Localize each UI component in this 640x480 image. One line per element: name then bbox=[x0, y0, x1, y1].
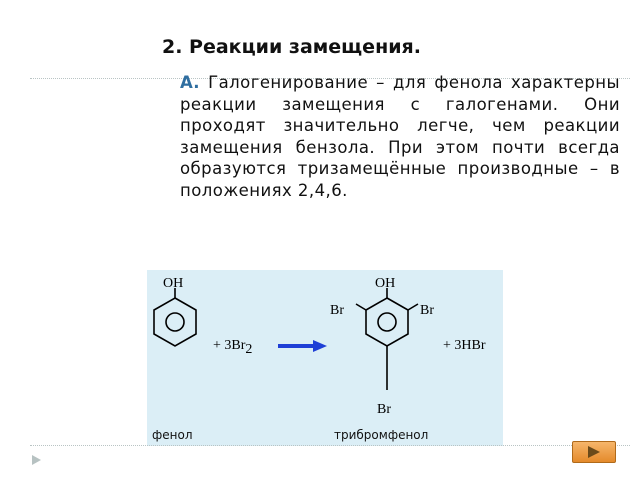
br-bottom-label: Br bbox=[377, 402, 391, 417]
phenol-benzene-ring bbox=[153, 297, 197, 347]
top-divider bbox=[30, 78, 630, 79]
reagent-label: + 3Br2 bbox=[213, 338, 252, 357]
reaction-arrow bbox=[278, 340, 327, 352]
reaction-scheme: OH + 3Br2 OH Br Br Br + 3HBr bbox=[147, 270, 503, 446]
bottom-divider bbox=[30, 445, 630, 446]
play-arrow-icon bbox=[588, 446, 600, 458]
bond-br-left bbox=[355, 303, 367, 311]
caption-phenol: фенол bbox=[152, 428, 193, 442]
paragraph-lead-letter: А. bbox=[180, 73, 200, 92]
slide-marker-icon bbox=[32, 455, 41, 465]
slide-title: 2. Реакции замещения. bbox=[162, 36, 421, 58]
reaction-diagram: OH + 3Br2 OH Br Br Br + 3HBr bbox=[153, 276, 486, 417]
next-slide-button[interactable] bbox=[572, 441, 616, 463]
product-benzene-ring bbox=[365, 297, 409, 347]
caption-tribromophenol: трибромфенол bbox=[334, 428, 429, 442]
br-left-label: Br bbox=[330, 303, 344, 318]
paragraph-body: Галогенирование – для фенола характерны … bbox=[180, 73, 620, 200]
bond-br-right bbox=[407, 303, 419, 311]
br-right-label: Br bbox=[420, 303, 434, 318]
byproduct-label: + 3HBr bbox=[443, 338, 486, 353]
phenol-aromatic-circle bbox=[165, 312, 185, 332]
phenol-oh-label: OH bbox=[163, 276, 183, 291]
product-oh-label: OH bbox=[375, 276, 395, 291]
product-aromatic-circle bbox=[377, 312, 397, 332]
slide-paragraph: А. Галогенирование – для фенола характер… bbox=[180, 72, 620, 201]
